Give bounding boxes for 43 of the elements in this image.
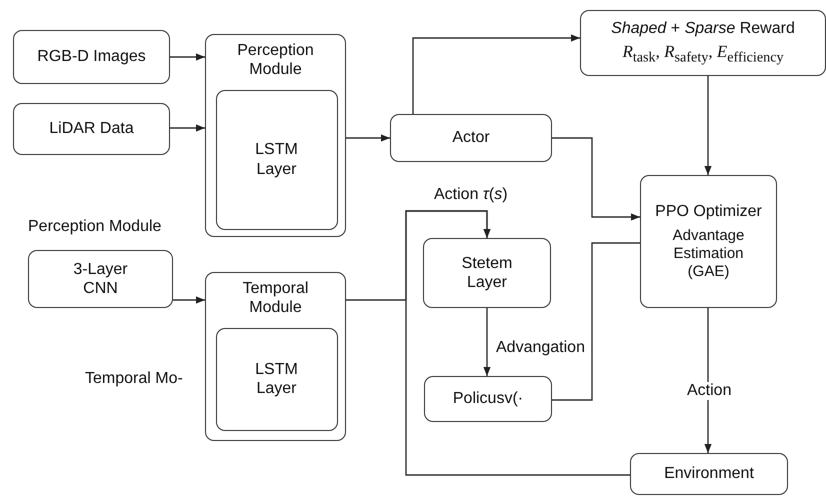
node-label: LSTM Layer: [254, 360, 299, 398]
node-label: LSTM Layer: [254, 140, 299, 179]
layer-box: [423, 238, 551, 308]
optimizer-box: [640, 175, 777, 308]
arrow: [346, 134, 390, 142]
node-label: Environment: [664, 464, 754, 484]
node-label: Shaped + Sparse Reward: [611, 19, 795, 38]
module-title: Temporal Module: [242, 279, 310, 318]
node-label: 3-Layer CNN: [72, 260, 129, 298]
node-sublabel: R$_{task}$, R$_{safety}$, E$_{efficiency}$: [622, 42, 784, 67]
node-label: Policusv(·: [452, 389, 524, 409]
layer-box: [216, 328, 338, 430]
arrow: [483, 308, 491, 376]
arrow: [552, 137, 640, 221]
input-box: [13, 103, 170, 155]
annotation-text: Temporal Mo-: [85, 370, 183, 388]
arrow: [412, 34, 580, 114]
module-title: Perception Module: [236, 41, 315, 80]
arrow: [170, 53, 205, 61]
arrow: [704, 76, 712, 175]
module-box: [205, 272, 346, 441]
arrow: [405, 210, 630, 476]
process-box: [424, 376, 552, 422]
annotation-text: Perception Module: [28, 218, 162, 236]
arrow: [173, 296, 205, 304]
environment-box: [630, 453, 788, 495]
input-box: [13, 30, 170, 84]
edge-label: Advangation: [494, 339, 587, 357]
module-box: [205, 34, 346, 237]
edge-label: Action τ(s): [432, 186, 510, 204]
process-box: [390, 114, 552, 162]
node-label: Stetem Layer: [460, 254, 514, 292]
node-label: Actor: [452, 128, 490, 148]
process-box: [28, 250, 173, 308]
layer-box: [216, 90, 338, 230]
node-label: RGB-D Images: [37, 47, 146, 67]
node-label: PPO Optimizer: [655, 202, 762, 222]
edge-label: Action: [685, 382, 734, 400]
arrow: [704, 308, 712, 453]
node-label: LiDAR Data: [49, 119, 134, 139]
reward-box: [580, 10, 826, 76]
arrow: [170, 124, 205, 132]
node-sublabel: Advantage Estimation (GAE): [672, 227, 746, 282]
